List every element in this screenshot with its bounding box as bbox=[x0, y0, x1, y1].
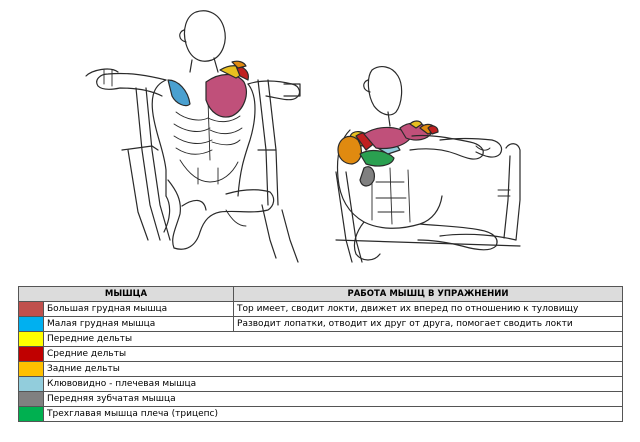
color-swatch-fill bbox=[19, 317, 43, 331]
rear-delt-left-figure bbox=[231, 60, 247, 69]
color-swatch-fill bbox=[19, 392, 43, 406]
right-arm-left bbox=[247, 80, 301, 101]
head-right bbox=[367, 66, 403, 116]
legs-left bbox=[163, 179, 275, 250]
ribs-left bbox=[173, 99, 243, 161]
color-swatch-fill bbox=[19, 407, 43, 421]
legs-right bbox=[417, 223, 498, 251]
machine-frame-right bbox=[335, 143, 521, 263]
side-view-figure bbox=[335, 66, 521, 263]
muscle-name: Большая грудная мышца bbox=[42, 301, 235, 317]
color-swatch bbox=[18, 391, 44, 407]
color-swatch-fill bbox=[19, 377, 43, 391]
legend-header-row: МЫШЦА РАБОТА МЫШЦ В УПРАЖНЕНИИ bbox=[17, 286, 624, 302]
front-view-figure bbox=[85, 10, 301, 263]
muscle-name: Передняя зубчатая мышца bbox=[42, 391, 624, 407]
torso-left bbox=[151, 79, 256, 197]
muscle-name: Передние дельты bbox=[42, 331, 624, 347]
color-swatch-fill bbox=[19, 347, 43, 361]
serratus-right-figure bbox=[359, 166, 375, 187]
muscle-name: Трехглавая мышца плеча (трицепс) bbox=[42, 406, 624, 422]
color-swatch-fill bbox=[19, 332, 43, 346]
color-swatch bbox=[18, 346, 44, 362]
color-swatch-fill bbox=[19, 362, 43, 376]
pec-minor-left-figure bbox=[167, 79, 191, 107]
color-swatch bbox=[18, 376, 44, 392]
rear-delt-right-figure bbox=[337, 135, 362, 165]
head-left bbox=[183, 10, 226, 62]
legend-row: Передние дельты bbox=[18, 331, 624, 347]
muscle-legend-table: МЫШЦА РАБОТА МЫШЦ В УПРАЖНЕНИИ Большая г… bbox=[17, 286, 624, 422]
triceps-right-figure bbox=[359, 149, 395, 167]
color-swatch bbox=[18, 361, 44, 377]
muscle-name: Малая грудная мышца bbox=[42, 316, 235, 332]
color-swatch-fill bbox=[19, 302, 43, 316]
color-swatch bbox=[18, 406, 44, 422]
muscle-name: Клювовидно - плечевая мышца bbox=[42, 376, 624, 392]
legend-row: Задние дельты bbox=[18, 361, 624, 377]
legend-row: Клювовидно - плечевая мышца bbox=[18, 376, 624, 392]
legend-row: Передняя зубчатая мышца bbox=[18, 391, 624, 407]
pec-major-left-figure bbox=[205, 73, 247, 118]
color-swatch bbox=[18, 331, 44, 347]
left-arm-left bbox=[96, 72, 167, 97]
muscle-name: Средние дельты bbox=[42, 346, 624, 362]
machine-frame-left bbox=[121, 79, 299, 263]
legend-row: Средние дельты bbox=[18, 346, 624, 362]
muscle-name: Задние дельты bbox=[42, 361, 624, 377]
header-muscle: МЫШЦА bbox=[17, 286, 235, 302]
muscle-function: Тор имеет, сводит локти, движет их впере… bbox=[233, 301, 624, 317]
header-function: РАБОТА МЫШЦ В УПРАЖНЕНИИ bbox=[233, 286, 624, 302]
muscle-function: Разводит лопатки, отводит их друг от дру… bbox=[233, 316, 624, 332]
legend-row: Трехглавая мышца плеча (трицепс) bbox=[18, 406, 624, 422]
color-swatch bbox=[18, 301, 44, 317]
exercise-illustration bbox=[85, 10, 521, 263]
color-swatch bbox=[18, 316, 44, 332]
